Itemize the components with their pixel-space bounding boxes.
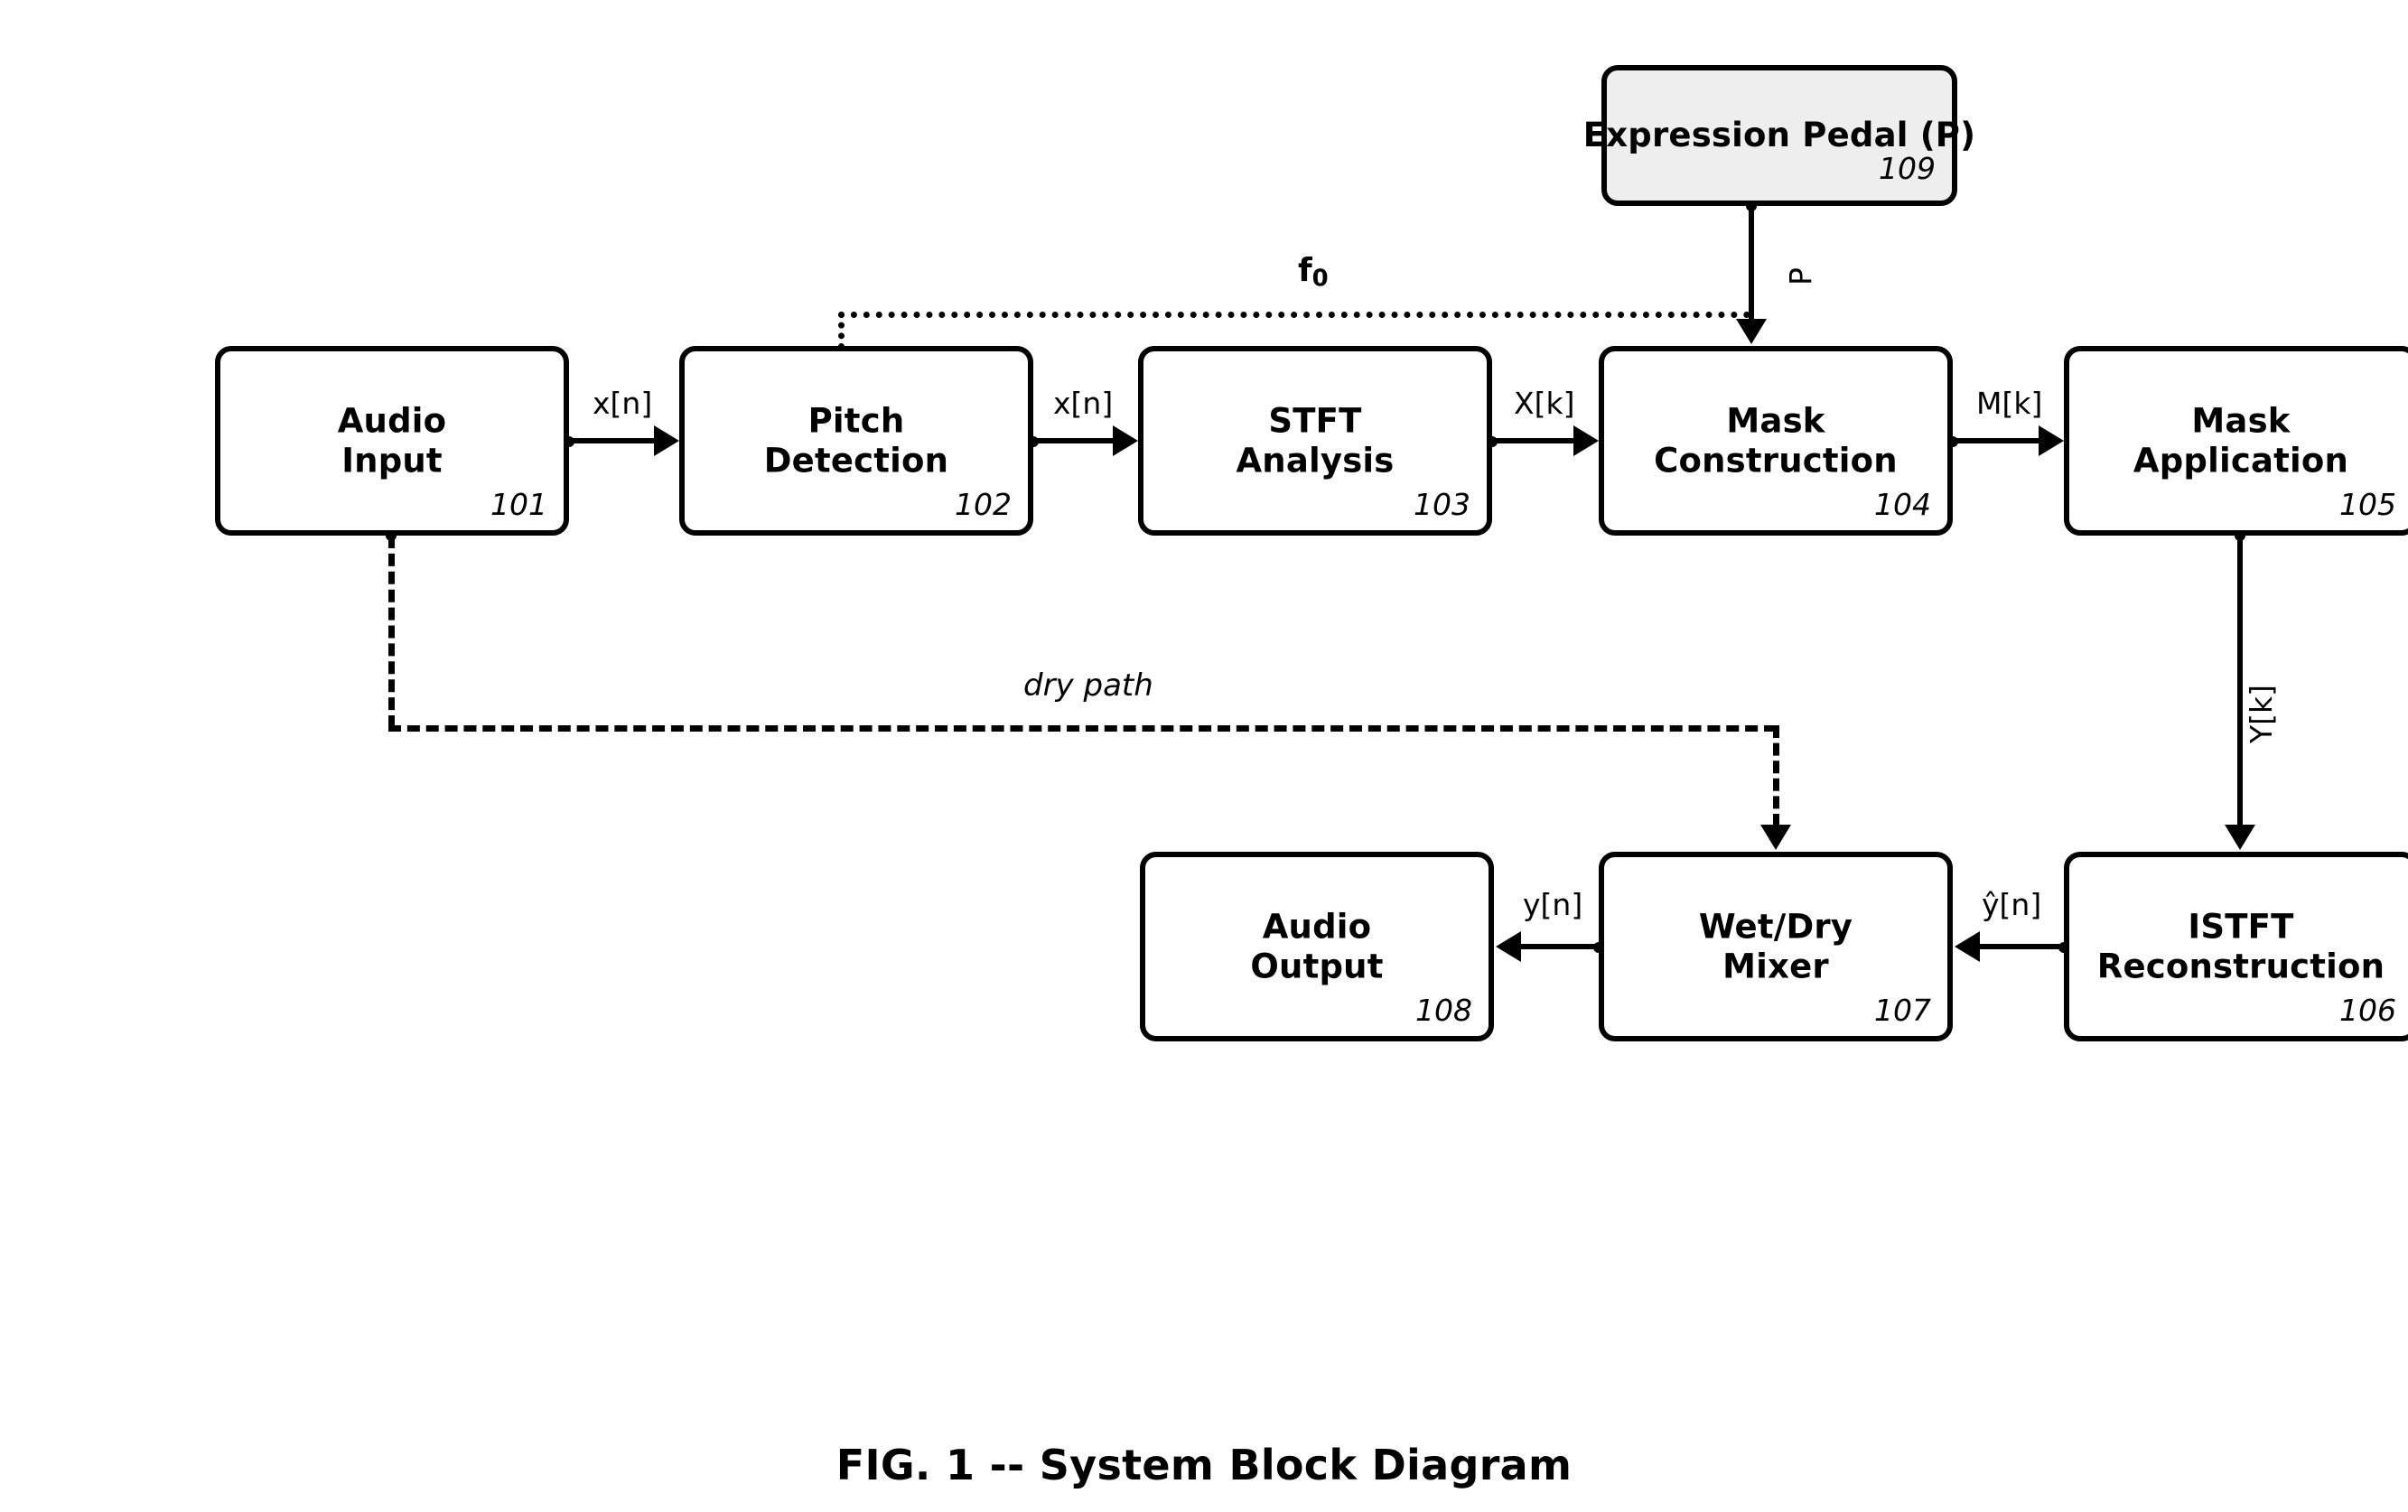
block-mask-application-line2: Application bbox=[2133, 441, 2349, 480]
block-expression-pedal[interactable]: Expression Pedal (P) 109 bbox=[1583, 65, 1975, 206]
block-expression-pedal-ref: 109 bbox=[1879, 151, 1936, 186]
edge-label-M-k: M[k] bbox=[1976, 386, 2043, 421]
block-wet-dry-mixer-line1: Wet/Dry bbox=[1698, 907, 1853, 947]
block-audio-output-line1: Audio bbox=[1262, 907, 1372, 947]
X-k-line bbox=[1492, 438, 1575, 443]
block-wet-dry-mixer-label: Wet/Dry Mixer bbox=[1604, 907, 1947, 985]
block-wet-dry-mixer-line2: Mixer bbox=[1722, 947, 1829, 985]
Y-k-arrow-head bbox=[2225, 825, 2255, 850]
block-audio-input-ref: 101 bbox=[490, 487, 547, 522]
y-n-arrow-head bbox=[1496, 931, 1521, 962]
f0-subscript: 0 bbox=[1311, 265, 1329, 293]
edge-label-Y-k: Y[k] bbox=[2244, 684, 2279, 743]
block-stft-analysis[interactable]: STFT Analysis 103 bbox=[1138, 346, 1492, 536]
dry-path-arrow-head bbox=[1760, 825, 1791, 850]
M-k-line bbox=[1953, 438, 2040, 443]
block-mask-construction-line2: Construction bbox=[1654, 441, 1898, 480]
y-hat-n-line bbox=[1980, 944, 2064, 949]
edge-label-f0: f0 bbox=[1298, 255, 1329, 292]
x-n-2-line bbox=[1033, 438, 1115, 443]
block-stft-analysis-label: STFT Analysis bbox=[1143, 401, 1487, 480]
block-mask-construction-ref: 104 bbox=[1874, 487, 1931, 522]
block-mask-construction-label: Mask Construction bbox=[1604, 401, 1947, 480]
block-istft-reconstruction-label: ISTFT Reconstruction bbox=[2015, 907, 2408, 985]
block-istft-reconstruction-line1: ISTFT bbox=[2188, 907, 2294, 947]
p-arrow-line bbox=[1749, 206, 1754, 321]
block-mask-construction[interactable]: Mask Construction 104 bbox=[1599, 346, 1953, 536]
X-k-arrow-head bbox=[1573, 425, 1599, 456]
block-istft-reconstruction-line2: Reconstruction bbox=[2096, 947, 2385, 985]
y-hat-n-arrow-head bbox=[1955, 931, 1980, 962]
edge-label-x-n-2: x[n] bbox=[1053, 386, 1114, 421]
block-stft-analysis-ref: 103 bbox=[1414, 487, 1470, 522]
block-mask-application-label: Mask Application bbox=[2069, 401, 2408, 480]
block-audio-output-line2: Output bbox=[1250, 947, 1384, 985]
block-wet-dry-mixer-ref: 107 bbox=[1874, 993, 1931, 1028]
f0-line-vertical bbox=[838, 312, 845, 350]
block-mask-application-ref: 105 bbox=[2339, 487, 2396, 522]
block-audio-input-label: Audio Input bbox=[220, 401, 564, 480]
M-k-arrow-head bbox=[2039, 425, 2064, 456]
block-istft-reconstruction-ref: 106 bbox=[2339, 993, 2396, 1028]
block-mask-construction-line1: Mask bbox=[1726, 401, 1825, 441]
edge-label-p: P bbox=[1783, 267, 1818, 285]
block-mask-application[interactable]: Mask Application 105 bbox=[2064, 346, 2408, 536]
y-n-line bbox=[1521, 944, 1599, 949]
dry-path-segment-down bbox=[388, 536, 395, 728]
edge-label-x-n-1: x[n] bbox=[593, 386, 653, 421]
block-mask-application-line1: Mask bbox=[2191, 401, 2291, 441]
block-pitch-detection-label: Pitch Detection bbox=[685, 401, 1028, 480]
block-audio-input[interactable]: Audio Input 101 bbox=[215, 346, 569, 536]
block-pitch-detection[interactable]: Pitch Detection 102 bbox=[679, 346, 1033, 536]
dry-path-segment-across bbox=[388, 725, 1777, 732]
p-arrow-head bbox=[1736, 319, 1767, 344]
figure-caption: FIG. 1 -- System Block Diagram bbox=[835, 1441, 1573, 1489]
block-wet-dry-mixer[interactable]: Wet/Dry Mixer 107 bbox=[1599, 852, 1953, 1041]
block-expression-pedal-label: Expression Pedal (P) bbox=[1582, 116, 1976, 155]
f0-line-horizontal bbox=[838, 312, 1750, 318]
block-istft-reconstruction[interactable]: ISTFT Reconstruction 106 bbox=[2064, 852, 2408, 1041]
f0-symbol: f bbox=[1298, 252, 1312, 289]
edge-label-dry-path: dry path bbox=[1023, 667, 1153, 704]
x-n-1-line bbox=[569, 438, 656, 443]
block-audio-input-line2: Input bbox=[341, 441, 443, 480]
block-audio-output-label: Audio Output bbox=[1145, 907, 1489, 985]
edge-label-X-k: X[k] bbox=[1514, 386, 1575, 421]
block-stft-analysis-line1: STFT bbox=[1268, 401, 1362, 441]
x-n-2-arrow-head bbox=[1113, 425, 1138, 456]
block-pitch-detection-line1: Pitch bbox=[807, 401, 905, 441]
dry-path-segment-into-mixer bbox=[1773, 725, 1779, 826]
block-stft-analysis-line2: Analysis bbox=[1236, 441, 1395, 480]
block-audio-output-ref: 108 bbox=[1415, 993, 1472, 1028]
block-pitch-detection-ref: 102 bbox=[955, 487, 1012, 522]
block-pitch-detection-line2: Detection bbox=[763, 441, 949, 480]
block-audio-output[interactable]: Audio Output 108 bbox=[1140, 852, 1494, 1041]
block-audio-input-line1: Audio bbox=[337, 401, 447, 441]
Y-k-line bbox=[2237, 536, 2243, 826]
x-n-1-arrow-head bbox=[654, 425, 679, 456]
edge-label-y-n: y[n] bbox=[1523, 887, 1583, 922]
edge-label-y-hat-n: ŷ[n] bbox=[1982, 887, 2042, 922]
